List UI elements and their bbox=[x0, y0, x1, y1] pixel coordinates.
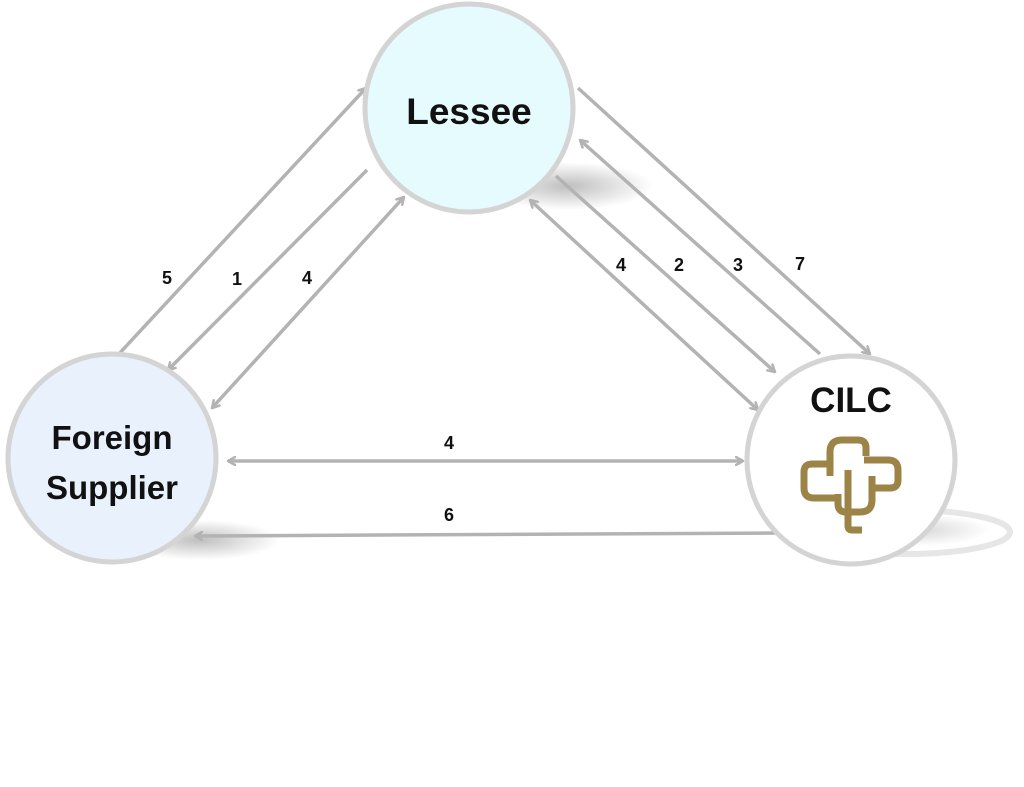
node-lessee: Lessee bbox=[362, 1, 576, 215]
node-cilc: CILC bbox=[744, 353, 958, 567]
arrow-4-supplier-lessee bbox=[210, 197, 406, 408]
cilc-label: CILC bbox=[810, 381, 892, 420]
arrow-4-lessee-cilc bbox=[530, 198, 758, 412]
arrows bbox=[115, 86, 870, 536]
arrow-5 bbox=[115, 88, 368, 358]
lessee-circle bbox=[362, 1, 576, 215]
cilc-circle bbox=[744, 353, 958, 567]
label-2: 2 bbox=[674, 255, 684, 275]
arrow-6 bbox=[195, 533, 777, 536]
supplier-circle bbox=[5, 351, 219, 565]
node-foreign-supplier: Foreign Supplier bbox=[5, 351, 219, 565]
lessee-label: Lessee bbox=[406, 91, 532, 132]
label-4-lessee-cilc: 4 bbox=[616, 255, 626, 275]
label-4-supplier-lessee: 4 bbox=[302, 268, 312, 288]
label-5: 5 bbox=[162, 268, 172, 288]
label-7: 7 bbox=[795, 254, 805, 274]
arrow-3 bbox=[580, 138, 822, 356]
label-4-supplier-cilc: 4 bbox=[444, 433, 454, 453]
arrow-7 bbox=[576, 86, 870, 356]
label-6: 6 bbox=[444, 505, 454, 525]
supplier-label-line1: Foreign bbox=[52, 419, 173, 456]
edge-labels: 5 1 4 4 2 3 7 4 6 bbox=[162, 254, 805, 525]
cilc-logo-icon bbox=[800, 436, 902, 534]
supplier-label-line2: Supplier bbox=[46, 469, 178, 506]
label-3: 3 bbox=[733, 255, 743, 275]
label-1: 1 bbox=[232, 269, 242, 289]
arrow-2 bbox=[554, 174, 775, 374]
